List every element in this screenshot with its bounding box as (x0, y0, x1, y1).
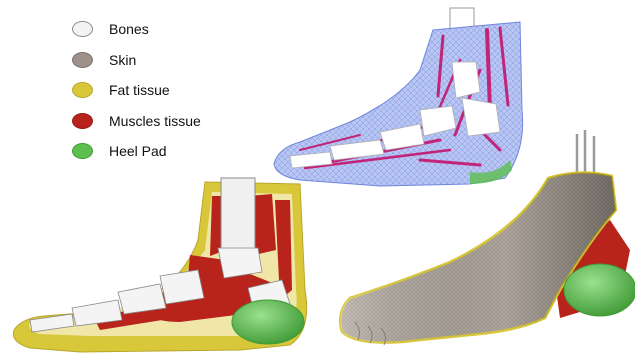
leg-rods (577, 130, 594, 176)
sagittal-section-foot (13, 178, 306, 352)
tibia-bone (221, 178, 255, 250)
surface-heel-pad (564, 264, 635, 316)
section-heel-pad (232, 300, 304, 344)
mesh-foot-render (274, 8, 523, 186)
